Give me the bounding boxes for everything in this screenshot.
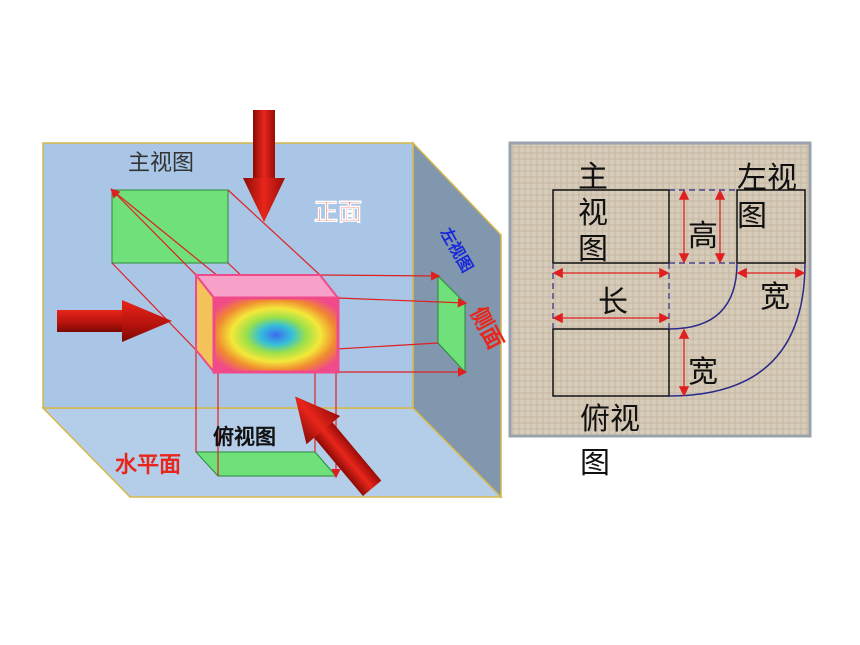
label-front-view: 主视图 (128, 151, 194, 176)
dim-label-width-right: 宽 (760, 280, 790, 315)
width-transfer-arcs (668, 262, 806, 397)
panel-label-front-view: 主视图 (578, 160, 608, 267)
dimension-lines (552, 189, 806, 397)
top-view-projection (194, 451, 338, 477)
dim-label-width-bottom: 宽 (688, 355, 718, 390)
left-view-rect (736, 189, 806, 264)
front-view-projection (111, 189, 229, 264)
panel-label-left-view: 左视图 (737, 161, 797, 234)
projection-box: 主视图 正面 左视图 侧面 俯视图 水平面 (41, 110, 507, 499)
projection-lines (110, 188, 468, 479)
panel-background (508, 141, 812, 438)
three-view-panel: 主视图 左视图 俯视图 高 长 宽 宽 (508, 141, 812, 481)
front-view-rect (552, 189, 670, 264)
cuboid-object (193, 272, 341, 375)
arrow-from-top (243, 110, 285, 222)
label-top-view: 俯视图 (213, 425, 276, 449)
label-front-plane: 正面 (314, 198, 362, 226)
arrow-from-bottom-right (295, 396, 382, 497)
dim-label-height: 高 (688, 219, 718, 254)
panel-label-top-view: 俯视图 (580, 402, 640, 481)
dim-label-length: 长 (598, 285, 628, 320)
top-view-rect (552, 328, 670, 397)
label-horizontal-plane: 水平面 (115, 453, 181, 478)
arrow-from-left (57, 300, 172, 342)
